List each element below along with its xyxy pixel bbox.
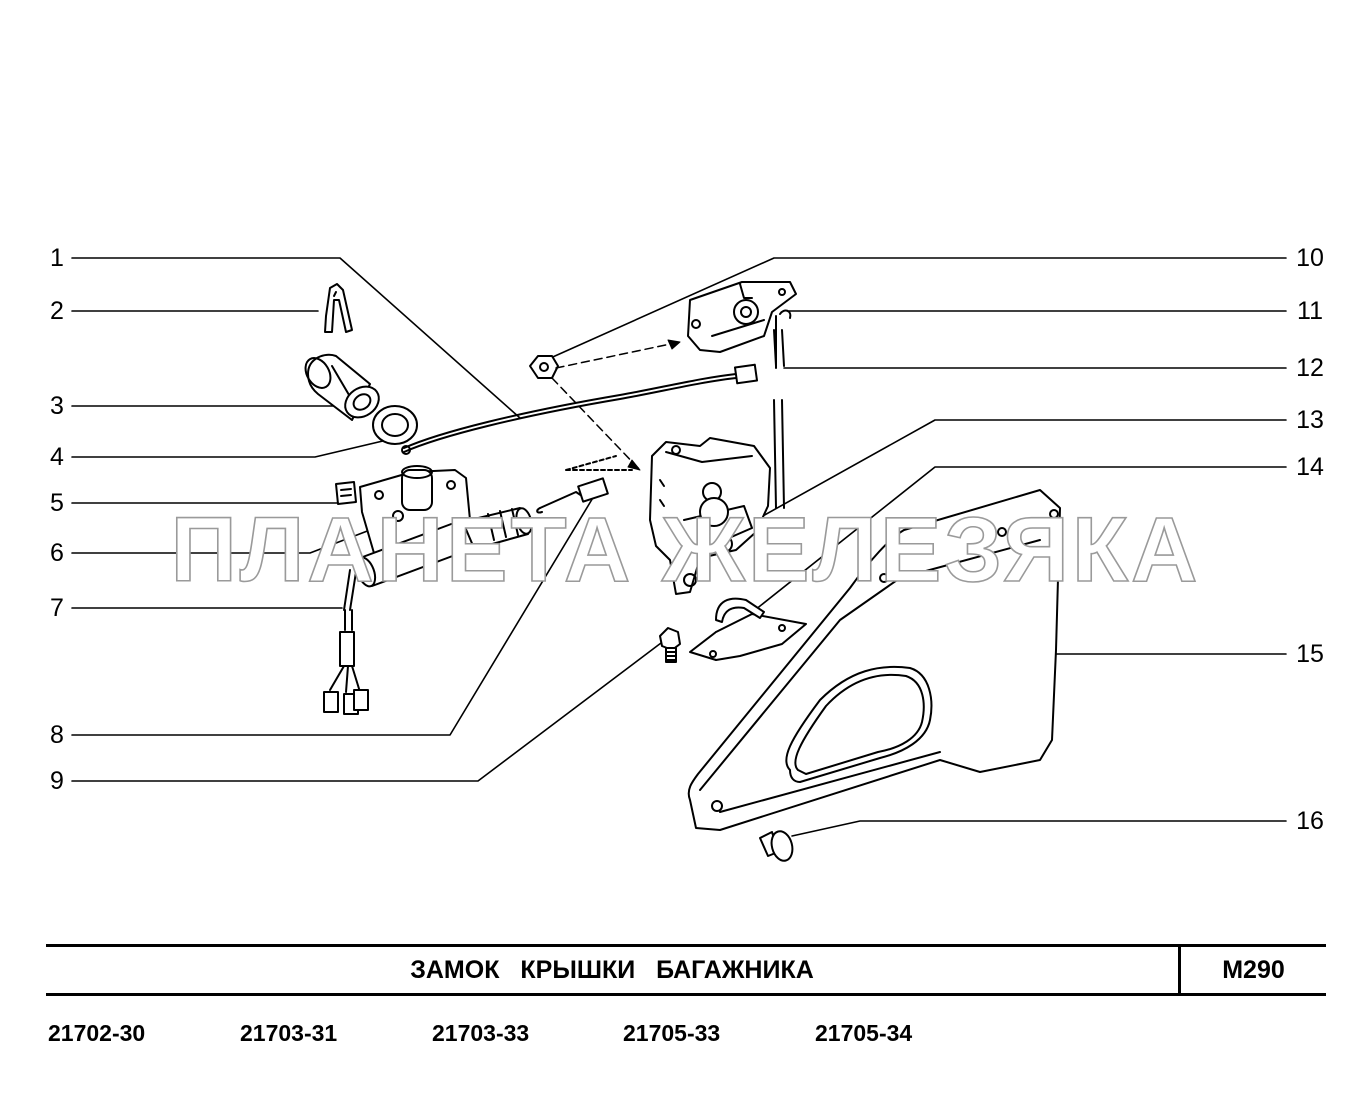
callout-16: 16: [1296, 807, 1324, 835]
bolt-part: [659, 627, 681, 663]
trunk-lock-part: [649, 437, 771, 595]
seal-ring-part: [372, 405, 418, 445]
title-bar: ЗАМОК КРЫШКИ БАГАЖНИКА М290: [46, 944, 1326, 996]
watermark-text: ПЛАНЕТА ЖЕЛЕЗЯКА: [170, 499, 1201, 601]
callout-7: 7: [50, 594, 64, 622]
control-rod-part: [401, 363, 759, 455]
vertical-rod-part: [773, 309, 792, 509]
title-divider: [1178, 947, 1181, 993]
diagram-title: ЗАМОК КРЫШКИ БАГАЖНИКА: [410, 955, 814, 984]
model-code: 21703-31: [240, 1020, 338, 1046]
callout-12: 12: [1296, 354, 1324, 382]
callout-5: 5: [50, 489, 64, 517]
callout-3: 3: [50, 392, 64, 420]
clip-plug-part: [759, 830, 794, 862]
link-rod-part: [536, 455, 633, 514]
callout-14: 14: [1296, 453, 1324, 481]
callout-4: 4: [50, 443, 64, 471]
callout-8: 8: [50, 721, 64, 749]
model-code: 21705-34: [815, 1020, 913, 1046]
small-clip-part: [335, 481, 357, 505]
callout-6: 6: [50, 539, 64, 567]
lock-cylinder-part: [304, 353, 380, 421]
callout-1: 1: [50, 244, 64, 272]
callout-15: 15: [1296, 640, 1324, 668]
arrow-head-2: [627, 459, 641, 471]
model-code: 21702-30: [48, 1020, 146, 1046]
nut-part: [529, 355, 559, 379]
diagram-code: М290: [1222, 955, 1285, 984]
assembly-arrows: [551, 341, 681, 471]
spring-clip-part: [324, 283, 353, 333]
trim-panel-part: [687, 489, 1061, 831]
callout-13: 13: [1296, 406, 1324, 434]
leader-lines-left: [71, 257, 662, 782]
arrow-head-1: [667, 339, 681, 350]
actuator-part: [323, 465, 533, 715]
callout-2: 2: [50, 297, 64, 325]
model-code: 21703-33: [432, 1020, 530, 1046]
callout-11: 11: [1297, 297, 1323, 325]
model-code: 21705-33: [623, 1020, 721, 1046]
striker-plate-part: [687, 281, 797, 353]
bracket-part: [689, 597, 807, 661]
callout-10: 10: [1296, 244, 1324, 272]
leader-lines-right: [545, 257, 1287, 837]
callout-9: 9: [50, 767, 64, 795]
